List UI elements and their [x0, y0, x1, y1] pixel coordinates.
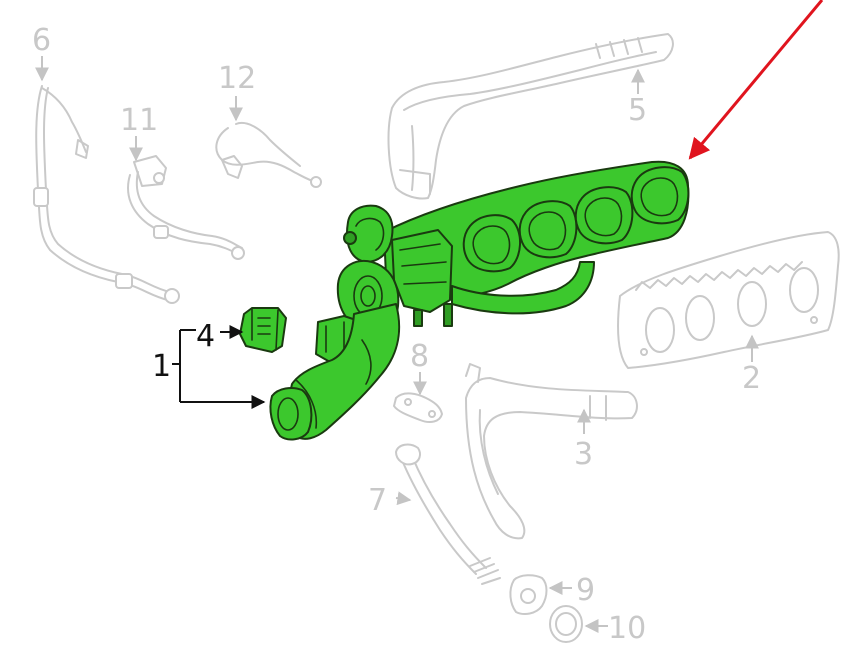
callout-12[interactable]: 12 — [218, 61, 256, 96]
callout-2[interactable]: 2 — [742, 361, 761, 396]
bracket-part-3[interactable] — [465, 363, 638, 540]
callout-7[interactable]: 7 — [368, 483, 387, 518]
line-part-12[interactable] — [215, 122, 322, 188]
leader-1-bracket — [179, 329, 264, 402]
callout-3[interactable]: 3 — [574, 437, 593, 472]
plug-part-10[interactable] — [549, 605, 583, 643]
fitting-part-4[interactable] — [239, 307, 287, 353]
leader-7 — [395, 491, 412, 506]
callout-1[interactable]: 1 — [152, 349, 171, 384]
callout-8[interactable]: 8 — [410, 339, 429, 374]
callout-4[interactable]: 4 — [196, 319, 215, 354]
callout-11[interactable]: 11 — [120, 103, 158, 138]
gasket-part-2[interactable] — [617, 231, 840, 369]
callout-5[interactable]: 5 — [628, 93, 647, 128]
callout-labels: 6 11 12 5 2 8 3 7 9 10 1 4 — [32, 23, 761, 646]
callout-9[interactable]: 9 — [576, 573, 595, 608]
heat-shield-part-5[interactable] — [387, 33, 674, 200]
red-pointer-arrow — [688, 0, 824, 160]
leader-lines — [35, 56, 759, 633]
coolant-line-part-6[interactable] — [33, 85, 180, 304]
pipe-part-7[interactable] — [395, 443, 501, 585]
turbocharger-part-1[interactable] — [269, 160, 690, 441]
callout-6[interactable]: 6 — [32, 23, 51, 58]
callout-10[interactable]: 10 — [608, 611, 646, 646]
flange-gasket-part-8[interactable] — [393, 392, 443, 423]
flange-part-9[interactable] — [509, 574, 548, 615]
line-part-11[interactable] — [127, 155, 245, 260]
